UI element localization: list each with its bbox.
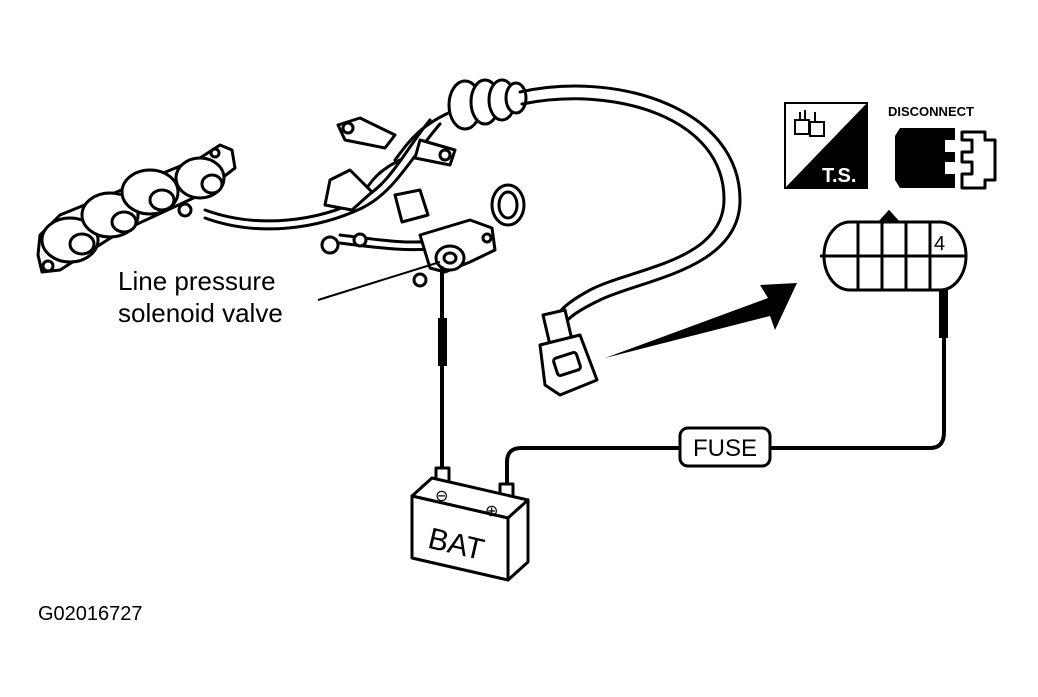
disconnect-icon: DISCONNECT [888, 104, 997, 190]
connector-pin-number: 4 [934, 233, 945, 255]
ts-badge-text: T.S. [822, 165, 856, 187]
callout-leader-line [317, 261, 441, 301]
fuse: FUSE [678, 426, 772, 468]
harness-connector [538, 308, 599, 397]
harness-loop [518, 84, 742, 332]
disconnect-plug-right [960, 130, 997, 190]
disconnect-label: DISCONNECT [888, 104, 974, 119]
solenoid-valve-assembly [36, 143, 237, 274]
ts-connector-icon [794, 110, 825, 137]
battery-positive-sign: ⊕ [485, 503, 498, 520]
callout-label-line2: solenoid valve [118, 298, 283, 328]
harness-grommet [447, 78, 528, 131]
line-pressure-solenoid [418, 218, 497, 274]
callout: Line pressure solenoid valve [118, 261, 441, 328]
battery-side [506, 498, 530, 582]
callout-label-line1: Line pressure [118, 266, 276, 296]
ts-badge: T.S. [784, 102, 868, 189]
wire-bat-positive-to-fuse [505, 446, 682, 490]
battery [410, 466, 530, 582]
harness-brackets [320, 116, 526, 288]
battery-negative-sign: ⊖ [435, 488, 448, 505]
probe-tip-right [939, 290, 948, 338]
disconnect-plug-left [895, 128, 955, 188]
circuit-wires [440, 260, 946, 490]
connector-face [820, 209, 968, 292]
connector-key-tab [876, 209, 902, 224]
fuse-body [678, 426, 772, 468]
wire-fuse-to-pin4 [768, 260, 946, 450]
probe-tip-left [438, 318, 447, 366]
direction-arrow [605, 283, 797, 358]
figure-id: G02016727 [38, 603, 143, 625]
fuse-label: FUSE [693, 435, 757, 462]
